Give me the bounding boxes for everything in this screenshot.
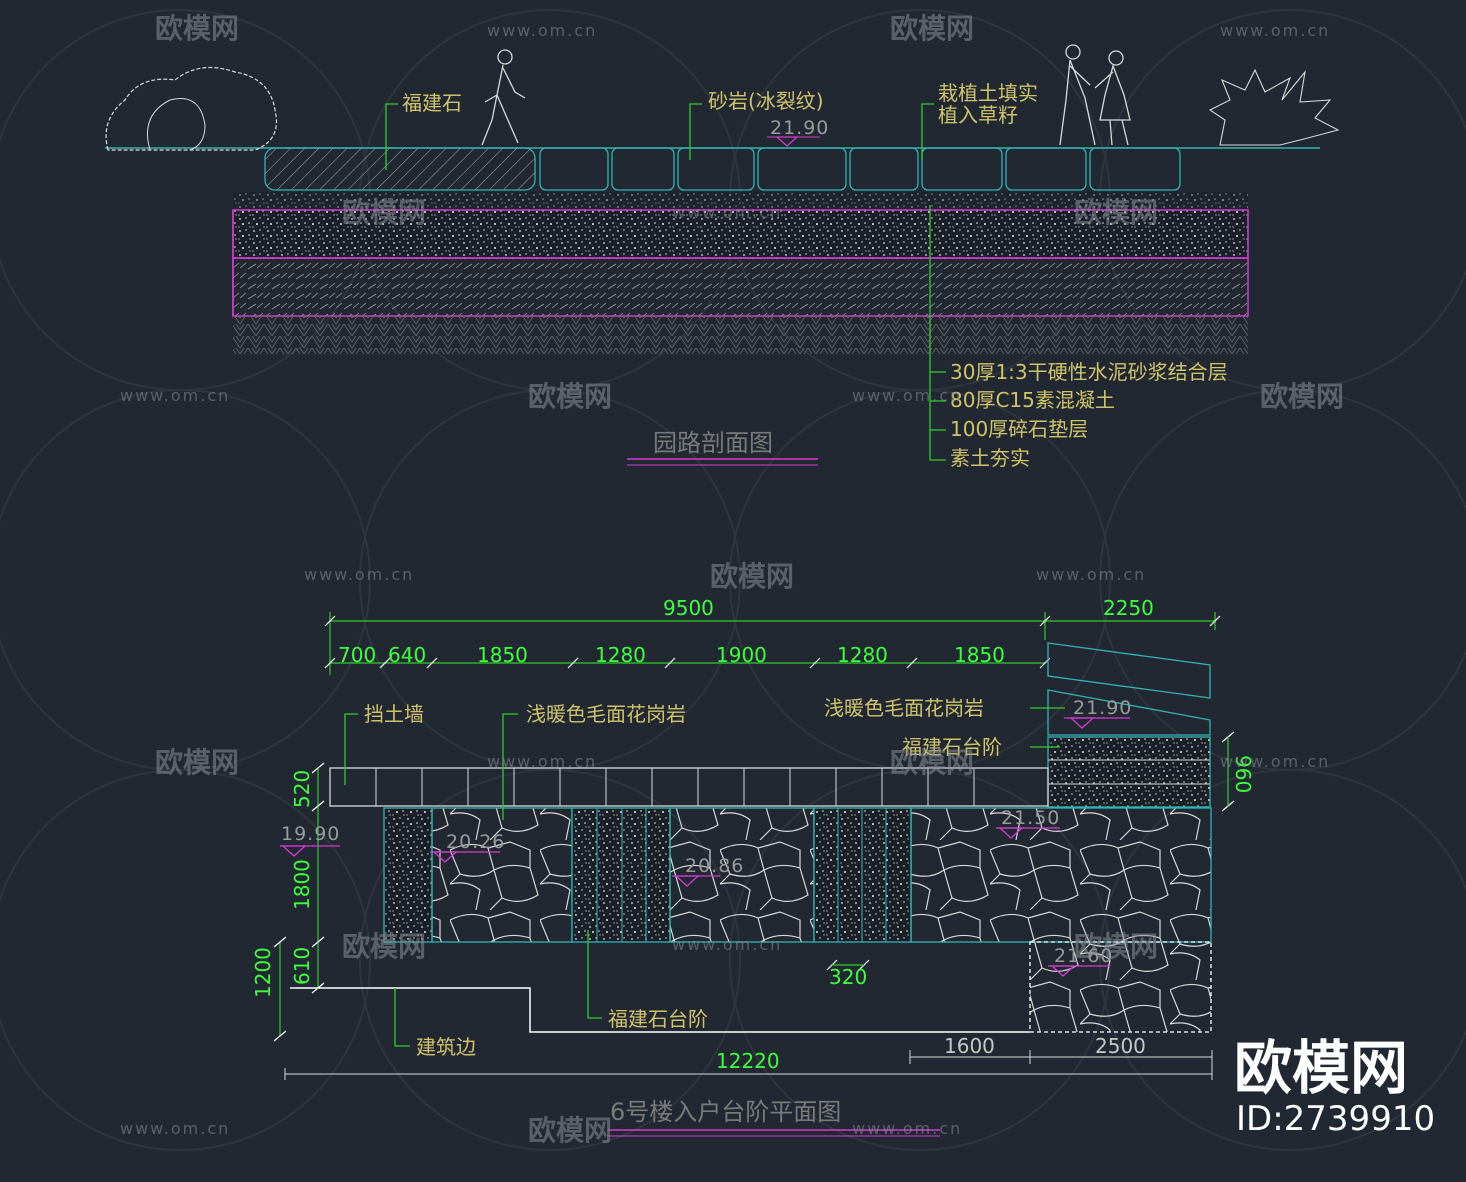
layer-mortar: 30厚1:3干硬性水泥砂浆结合层 bbox=[950, 360, 1228, 384]
plan-title: 6号楼入户台阶平面图 bbox=[610, 1098, 841, 1126]
person-icon bbox=[481, 49, 526, 146]
watermark-url: www.om.cn bbox=[120, 1119, 230, 1138]
dim-12220: 12220 bbox=[716, 1049, 780, 1073]
elevation-1990: 19.90 bbox=[281, 823, 340, 845]
dim-2500: 2500 bbox=[1095, 1034, 1146, 1058]
dim-610: 610 bbox=[290, 947, 314, 985]
watermark-url: www.om.cn bbox=[852, 1119, 962, 1138]
tree-icon bbox=[1208, 68, 1340, 146]
watermark-url: www.om.cn bbox=[487, 752, 597, 771]
watermark-url: www.om.cn bbox=[1220, 752, 1330, 771]
watermark-brand: 欧模网 bbox=[342, 930, 426, 963]
watermark-url: www.om.cn bbox=[1036, 565, 1146, 584]
watermark-url: www.om.cn bbox=[672, 935, 782, 954]
dim-1600: 1600 bbox=[944, 1034, 995, 1058]
dim-1280a: 1280 bbox=[595, 643, 646, 667]
label-fujian-steps-1: 福建石台阶 bbox=[902, 735, 1002, 759]
dim-1850a: 1850 bbox=[477, 643, 528, 667]
section-title: 园路剖面图 bbox=[653, 429, 773, 457]
dim-960: 960 bbox=[1231, 755, 1255, 793]
label-fujian-stone: 福建石 bbox=[402, 91, 462, 115]
watermark-brand: 欧模网 bbox=[1074, 196, 1158, 229]
dim-1800: 1800 bbox=[290, 859, 314, 910]
label-grass-seed: 植入草籽 bbox=[938, 103, 1018, 127]
dim-320: 320 bbox=[829, 965, 867, 989]
watermark-url: www.om.cn bbox=[120, 386, 230, 405]
watermark-brand: 欧模网 bbox=[1260, 380, 1344, 413]
elevation-2086: 20.86 bbox=[685, 855, 744, 877]
watermark-brand: 欧模网 bbox=[1074, 930, 1158, 963]
elevation-section: 21.90 bbox=[770, 117, 829, 139]
watermark-brand: 欧模网 bbox=[710, 560, 794, 593]
watermark-brand: 欧模网 bbox=[155, 746, 239, 779]
watermark-brand: 欧模网 bbox=[342, 196, 426, 229]
layer-soil: 素土夯实 bbox=[950, 446, 1030, 470]
road-section bbox=[105, 44, 1340, 466]
watermark-brand: 欧模网 bbox=[528, 380, 612, 413]
label-fujian-steps-2: 福建石台阶 bbox=[608, 1007, 708, 1031]
elevation-2190: 21.90 bbox=[1073, 697, 1132, 719]
watermark-brand: 欧模网 bbox=[890, 12, 974, 45]
watermark-url: www.om.cn bbox=[304, 565, 414, 584]
couple-icon bbox=[1059, 44, 1131, 146]
label-planting-soil: 栽植土填实 bbox=[938, 81, 1038, 105]
elevation-2160: 21.60 bbox=[1054, 945, 1113, 967]
dim-1850b: 1850 bbox=[954, 643, 1005, 667]
watermark-url: www.om.cn bbox=[1220, 21, 1330, 40]
dim-1900: 1900 bbox=[716, 643, 767, 667]
watermark-brand: 欧模网 bbox=[890, 746, 974, 779]
entry-steps-plan bbox=[273, 612, 1235, 1137]
label-building-edge: 建筑边 bbox=[416, 1035, 476, 1059]
watermark-url: www.om.cn bbox=[852, 386, 962, 405]
elevation-2026: 20.26 bbox=[446, 831, 505, 853]
dim-9500: 9500 bbox=[663, 596, 714, 620]
label-retaining-wall: 挡土墙 bbox=[364, 702, 424, 726]
watermark-brand: 欧模网 bbox=[155, 12, 239, 45]
dim-2250: 2250 bbox=[1103, 596, 1154, 620]
dim-520: 520 bbox=[290, 770, 314, 808]
dim-700: 700 bbox=[338, 643, 376, 667]
shrub-icon bbox=[105, 66, 277, 151]
dim-1280b: 1280 bbox=[837, 643, 888, 667]
layer-concrete: 80厚C15素混凝土 bbox=[950, 388, 1115, 412]
elevation-2150: 21.50 bbox=[1001, 807, 1060, 829]
watermark-id: ID:2739910 bbox=[1236, 1099, 1435, 1139]
watermark-rings bbox=[0, 9, 1466, 1151]
watermark-big-brand: 欧模网 bbox=[1234, 1034, 1408, 1102]
watermark-layer: 欧模网 欧模网 欧模网 欧模网 欧模网 欧模网 欧模网 欧模网 欧模网 欧模网 … bbox=[120, 12, 1435, 1147]
layer-gravel: 100厚碎石垫层 bbox=[950, 417, 1088, 441]
dim-640: 640 bbox=[388, 643, 426, 667]
label-granite-2: 浅暖色毛面花岗岩 bbox=[824, 696, 984, 720]
label-granite-1: 浅暖色毛面花岗岩 bbox=[526, 702, 686, 726]
label-sandstone: 砂岩(冰裂纹) bbox=[708, 89, 824, 113]
watermark-url: www.om.cn bbox=[672, 203, 782, 222]
watermark-url: www.om.cn bbox=[487, 21, 597, 40]
watermark-brand: 欧模网 bbox=[528, 1114, 612, 1147]
dim-1200: 1200 bbox=[251, 947, 275, 998]
